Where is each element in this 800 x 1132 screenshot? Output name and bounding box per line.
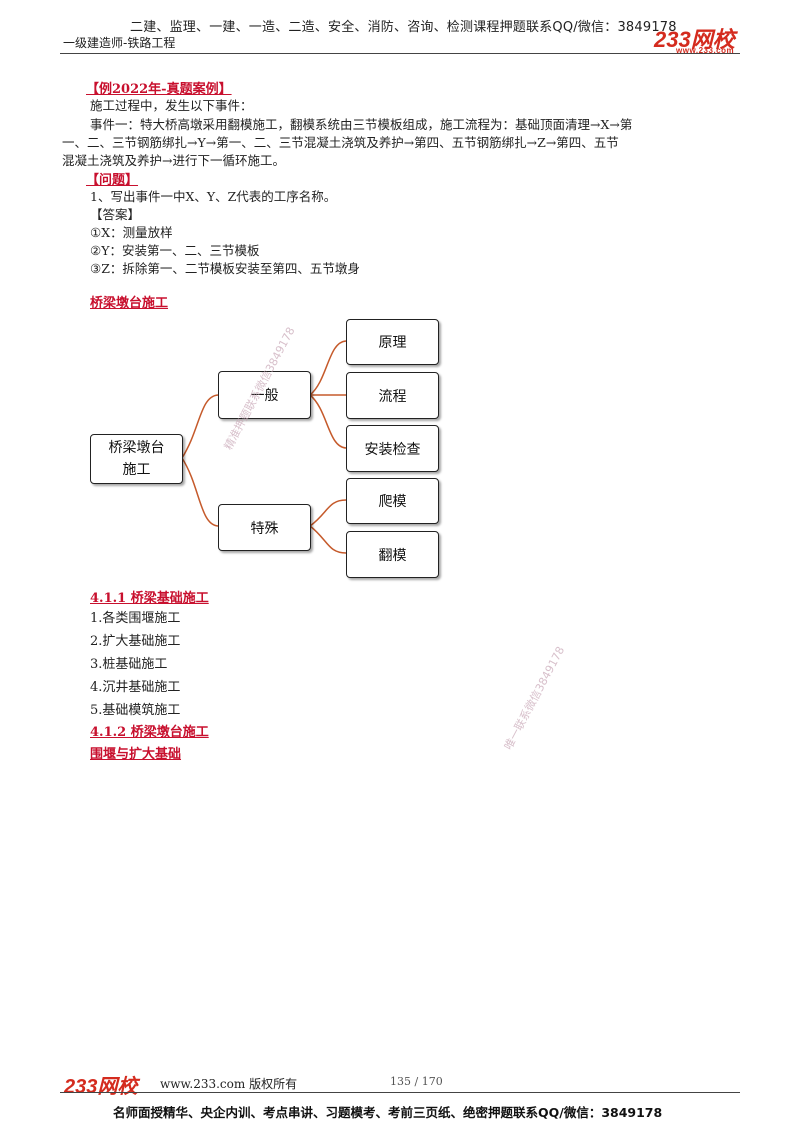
section-4-1-1-list: 1.各类围堰施工 2.扩大基础施工 3.桩基础施工 4.沉井基础施工 5.基础模… [90, 607, 180, 722]
header-logo-url: www.233.com [676, 46, 735, 55]
header-logo: 233网校 www.233.com [654, 22, 735, 55]
mindmap-leaf-principle: 原理 [346, 319, 439, 365]
footer-logo: 233网校 [64, 1076, 138, 1098]
example-tag: 【例2022年-真题案例】 [86, 82, 232, 97]
footer-site: www.233.com 版权所有 [160, 1077, 298, 1091]
example-intro: 施工过程中，发生以下事件： [90, 98, 253, 113]
example-event-line-2: 一、二、三节钢筋绑扎→Y→第一、二、三节混凝土浇筑及养护→第四、五节钢筋绑扎→Z… [62, 135, 619, 150]
mindmap-root: 桥梁墩台 施工 [90, 434, 183, 484]
mindmap-node-special: 特殊 [218, 504, 311, 551]
header-divider [60, 53, 740, 54]
header-top-line: 二建、监理、一建、一造、二造、安全、消防、咨询、检测课程押题联系QQ/微信：38… [130, 20, 677, 35]
answer-item: ③Z：拆除第一、二节模板安装至第四、五节墩身 [90, 261, 360, 276]
list-item: 2.扩大基础施工 [90, 634, 181, 649]
section-4-1-2-subtitle: 围堰与扩大基础 [90, 747, 182, 762]
question-text: 1、写出事件一中X、Y、Z代表的工序名称。 [90, 189, 337, 204]
list-item: 4.沉井基础施工 [90, 680, 181, 695]
connector-special-turning [309, 525, 347, 554]
mindmap-leaf-inspection: 安装检查 [346, 425, 439, 472]
mindmap-leaf-process: 流程 [346, 372, 439, 419]
mindmap-connectors [181, 340, 347, 554]
mindmap-leaf-turning: 翻模 [346, 531, 439, 578]
answer-item: ①X：测量放样 [90, 225, 173, 240]
header-logo-text: 233网校 [654, 27, 735, 52]
list-item: 5.基础模筑施工 [90, 703, 181, 718]
footer-divider [60, 1092, 740, 1093]
header-subtitle: 一级建造师-铁路工程 [63, 36, 176, 50]
mindmap-root-line-1: 桥梁墩台 [108, 440, 165, 456]
connector-general-inspection [309, 394, 347, 449]
answer-tag: 【答案】 [90, 207, 141, 222]
footer-bottom-line: 名师面授精华、央企内训、考点串讲、习题模考、考前三页纸、绝密押题联系QQ/微信：… [113, 1105, 663, 1120]
list-item: 3.桩基础施工 [90, 657, 168, 672]
question-tag: 【问题】 [86, 173, 139, 188]
example-event-line-3: 混凝土浇筑及养护→进行下一循环施工。 [62, 153, 285, 168]
example-event-line-1: 事件一：特大桥高墩采用翻模施工，翻模系统由三节模板组成，施工流程为：基础顶面清理… [90, 117, 633, 132]
mindmap-node-general: 一般 [218, 371, 311, 419]
section-4-1-2-title: 4.1.2 桥梁墩台施工 [90, 725, 209, 740]
list-item: 1.各类围堰施工 [90, 611, 181, 626]
connector-root-special [181, 457, 219, 527]
connector-special-climbing [309, 499, 347, 527]
section-4-1-1-title: 4.1.1 桥梁基础施工 [90, 591, 209, 606]
connector-root-general [181, 394, 219, 459]
connector-general-principle [309, 340, 347, 396]
mindmap-root-line-2: 施工 [122, 462, 151, 478]
mindmap-leaf-climbing: 爬模 [346, 478, 439, 524]
watermark: 唯一联系微信3849178 [501, 644, 568, 753]
section-title: 桥梁墩台施工 [90, 296, 169, 311]
answer-item: ②Y：安装第一、二、三节模板 [90, 243, 260, 258]
page-number: 135 / 170 [390, 1075, 443, 1088]
